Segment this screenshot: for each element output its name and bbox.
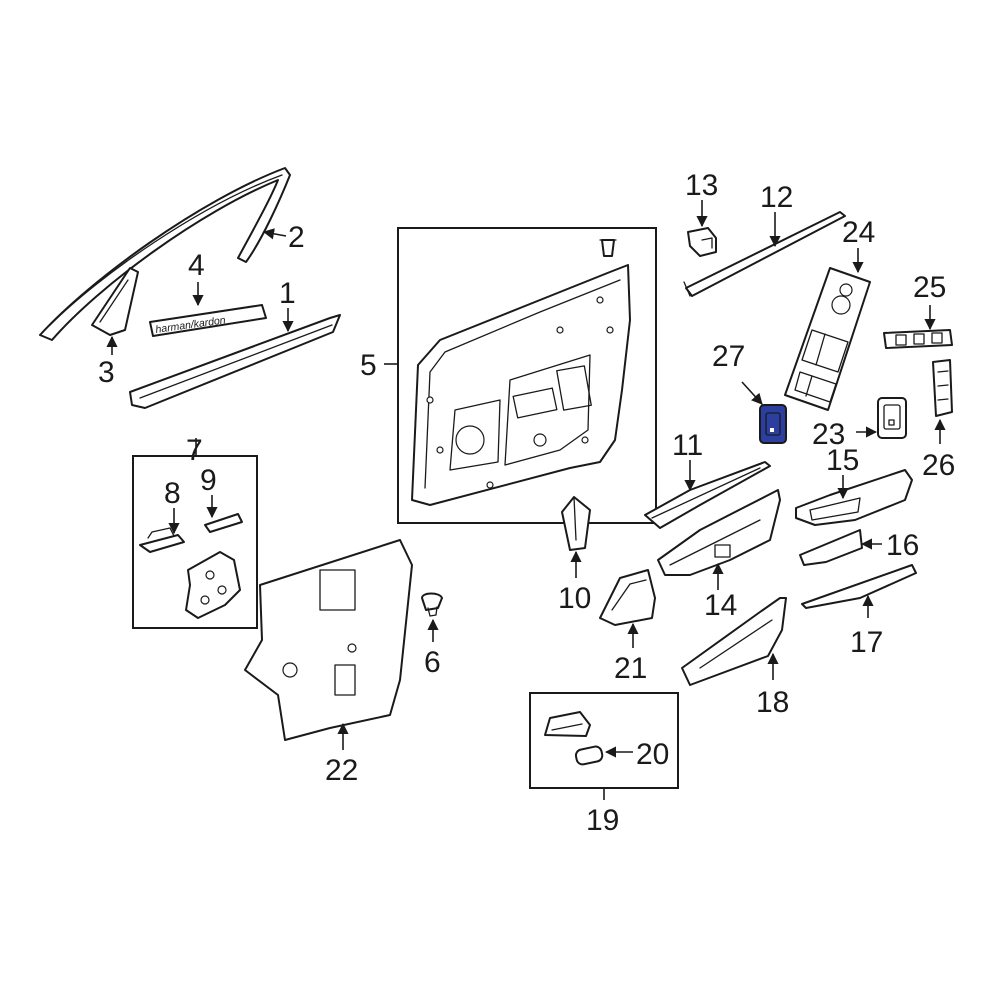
callout-1: 1 — [279, 277, 296, 333]
svg-text:17: 17 — [850, 626, 883, 659]
callout-14: 14 — [704, 562, 737, 622]
part-22-water-shield — [244, 539, 413, 741]
part-18-lower-trim-panel — [681, 597, 787, 686]
callout-19: 19 — [586, 788, 619, 837]
svg-text:12: 12 — [760, 181, 793, 214]
callout-2: 2 — [262, 221, 305, 254]
callout-26: 26 — [922, 418, 955, 482]
svg-text:11: 11 — [672, 429, 703, 462]
part-2-window-frame-trim — [39, 167, 291, 341]
svg-text:7: 7 — [186, 434, 203, 467]
svg-text:4: 4 — [188, 249, 205, 282]
callout-22: 22 — [325, 722, 358, 787]
part-6-plug — [421, 592, 443, 617]
part-7-box — [132, 455, 258, 629]
part-4-emblem-badge: harman/kardon — [149, 304, 267, 337]
svg-text:22: 22 — [325, 754, 358, 787]
part-13-clip — [687, 227, 717, 257]
svg-text:3: 3 — [98, 356, 115, 389]
callout-3: 3 — [98, 335, 118, 389]
svg-text:26: 26 — [922, 449, 955, 482]
callout-4: 4 — [188, 249, 205, 307]
part-21-door-pocket — [599, 569, 656, 626]
part-7-hinge — [185, 551, 241, 619]
svg-text:16: 16 — [886, 529, 919, 562]
svg-text:1: 1 — [279, 277, 296, 310]
svg-text:21: 21 — [614, 652, 647, 685]
callout-18: 18 — [756, 652, 789, 719]
part-25-switch-module — [883, 329, 953, 349]
svg-text:25: 25 — [913, 271, 946, 304]
callout-16: 16 — [860, 529, 919, 562]
part-5-box — [397, 227, 657, 524]
callout-13: 13 — [685, 169, 718, 228]
part-5-door-inner-panel — [411, 239, 631, 506]
callout-7: 7 — [186, 434, 203, 467]
callout-8: 8 — [164, 477, 181, 535]
callout-15: 15 — [826, 444, 859, 500]
part-1-belt-molding — [129, 314, 341, 409]
part-14-armrest-trim — [657, 489, 781, 576]
part-16-inner-handle — [799, 529, 863, 566]
callout-27: 27 — [712, 340, 763, 405]
callout-12: 12 — [760, 181, 793, 248]
callout-21: 21 — [614, 622, 647, 685]
svg-text:6: 6 — [424, 646, 441, 679]
part-27-window-switch-highlighted — [759, 404, 787, 444]
callout-20: 20 — [604, 738, 669, 771]
part-20-bulb — [574, 745, 604, 766]
part-23-switch — [877, 397, 907, 439]
part-9-bracket — [204, 513, 243, 533]
part-17-lower-strip — [801, 564, 917, 609]
part-10-trim-cap — [561, 496, 591, 551]
svg-text:5: 5 — [360, 349, 377, 382]
callout-23: 23 — [812, 418, 878, 451]
callout-17: 17 — [850, 594, 883, 659]
svg-text:20: 20 — [636, 738, 669, 771]
svg-text:15: 15 — [826, 444, 859, 477]
part-24-master-switch — [784, 267, 871, 411]
part-26-connector — [932, 359, 953, 417]
callout-24: 24 — [842, 216, 875, 274]
callout-11: 11 — [672, 429, 703, 492]
svg-text:2: 2 — [288, 221, 305, 254]
part-3-corner-trim — [91, 267, 139, 336]
part-8-clip — [139, 527, 185, 553]
svg-text:27: 27 — [712, 340, 745, 373]
svg-text:24: 24 — [842, 216, 875, 249]
svg-text:14: 14 — [704, 589, 737, 622]
svg-text:23: 23 — [812, 418, 845, 451]
svg-text:18: 18 — [756, 686, 789, 719]
part-19-lamp-housing — [544, 711, 591, 737]
part-12-upper-molding — [683, 211, 846, 297]
callout-6: 6 — [424, 618, 441, 679]
svg-text:13: 13 — [685, 169, 718, 202]
callout-25: 25 — [913, 271, 946, 331]
callout-9: 9 — [200, 464, 218, 519]
svg-text:9: 9 — [200, 464, 217, 497]
svg-text:10: 10 — [558, 582, 591, 615]
svg-text:19: 19 — [586, 804, 619, 837]
callout-10: 10 — [558, 550, 591, 615]
part-15-handle-bezel — [795, 469, 913, 526]
callout-5: 5 — [360, 349, 398, 382]
svg-text:8: 8 — [164, 477, 181, 510]
